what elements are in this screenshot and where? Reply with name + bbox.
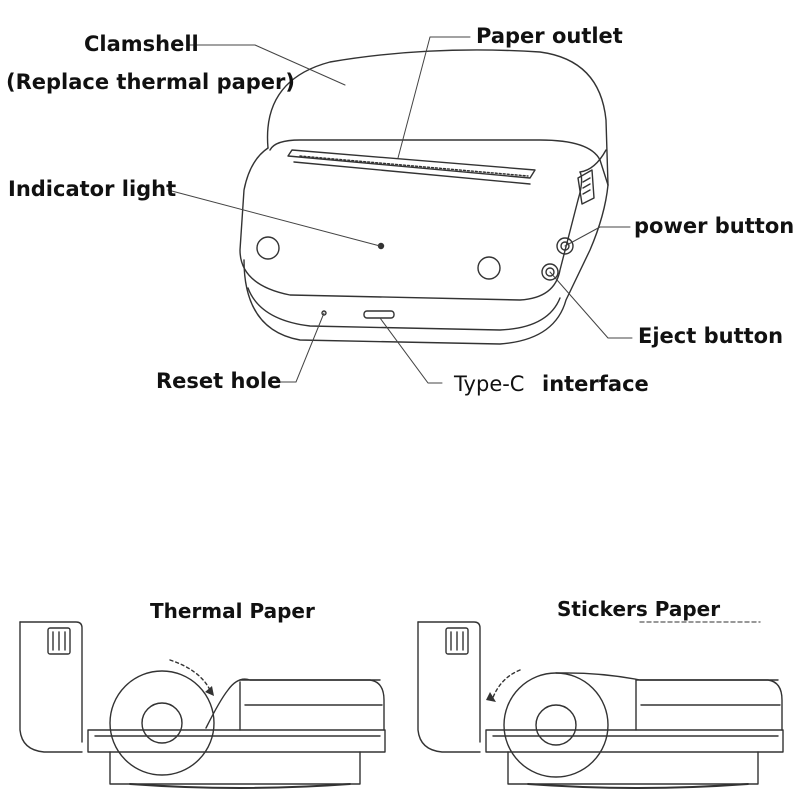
front-right-dot: [477, 256, 501, 280]
label-reset-hole: Reset hole: [156, 369, 282, 393]
power-button-shape: [556, 237, 574, 255]
label-indicator-light: Indicator light: [8, 177, 177, 201]
thermal-paper-diagram: [19, 621, 386, 789]
front-left-dot: [256, 236, 280, 260]
printer-body: [239, 49, 609, 345]
label-type-c-prefix: Type-C: [454, 372, 525, 396]
label-paper-outlet: Paper outlet: [476, 24, 623, 48]
eject-button-shape: [541, 263, 559, 281]
stickers-lid-vent: [445, 627, 469, 655]
caption-thermal-paper: Thermal Paper: [150, 599, 315, 623]
paper-outlet-slot: [287, 149, 536, 185]
side-grille: [577, 169, 595, 205]
label-power-button: power button: [634, 214, 795, 238]
thermal-lid-vent: [47, 627, 71, 655]
thermal-paper-roll: [109, 670, 215, 776]
label-clamshell: Clamshell: [84, 32, 199, 56]
stickers-paper-roll: [503, 672, 609, 778]
reset-hole-shape: [321, 310, 327, 316]
leader-lines: [167, 36, 633, 384]
label-clamshell-note: (Replace thermal paper): [6, 70, 295, 94]
type-c-port: [363, 310, 395, 319]
stickers-paper-diagram: [417, 621, 784, 789]
caption-stickers-paper: Stickers Paper: [557, 597, 721, 621]
label-type-c-suffix: interface: [542, 372, 649, 396]
label-eject-button: Eject button: [638, 324, 784, 348]
